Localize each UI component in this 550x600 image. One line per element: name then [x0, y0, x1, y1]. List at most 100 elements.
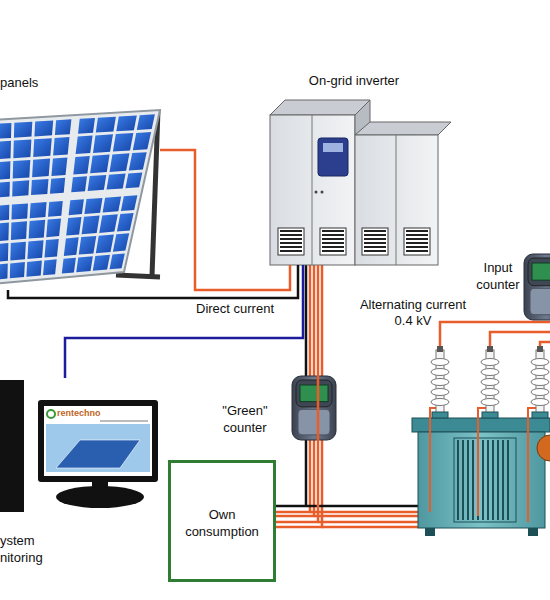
- solar-cell: [50, 178, 65, 194]
- vent-grille: [406, 238, 428, 240]
- consumption-box: Own consumption: [168, 460, 276, 582]
- node-label: Input counter: [472, 259, 524, 293]
- solar-cell: [113, 133, 133, 152]
- solar-cell: [33, 138, 52, 157]
- solar-cell: [51, 157, 67, 176]
- dc-negative-wire: [8, 265, 298, 298]
- solar-cell: [113, 233, 129, 252]
- node-label: ystem nitoring: [0, 532, 52, 566]
- solar-cell: [0, 123, 11, 139]
- solar-cell: [133, 132, 151, 150]
- solar-cell: [0, 243, 8, 262]
- logo-text: rentechno: [57, 407, 101, 419]
- electricity-meter: [296, 380, 332, 407]
- monitoring-computer: [0, 380, 24, 512]
- solar-cell: [13, 160, 31, 179]
- cooling-fins: [454, 438, 516, 522]
- solar-cell: [10, 242, 26, 261]
- solar-panel-illustration: [0, 110, 160, 284]
- vent-grille: [280, 246, 302, 248]
- solar-cell: [0, 223, 9, 242]
- electricity-meter: [292, 376, 336, 440]
- solar-cell: [64, 237, 79, 256]
- solar-cell: [48, 201, 63, 217]
- solar-cell: [34, 120, 53, 136]
- transformer: [430, 408, 540, 522]
- vent-grille: [322, 238, 344, 240]
- bushing: [531, 399, 549, 406]
- vent-grille: [280, 234, 302, 236]
- vent-grille: [280, 242, 302, 244]
- solar-cell: [30, 202, 47, 218]
- inverter-cabinet: [355, 100, 370, 135]
- transformer: [440, 322, 550, 350]
- vent-grille: [278, 228, 304, 255]
- solar-cell: [137, 114, 155, 130]
- solar-cell: [27, 240, 43, 259]
- dc-positive-wire: [160, 150, 290, 290]
- solar-cell: [66, 217, 81, 236]
- solar-cell: [125, 172, 142, 188]
- solar-panel-illustration: [116, 275, 160, 277]
- solar-cell: [96, 117, 116, 133]
- solar-cell: [88, 175, 107, 191]
- transformer: [537, 435, 550, 461]
- solar-cell: [71, 176, 87, 192]
- vent-grille: [322, 242, 344, 244]
- cooling-fins: [467, 440, 469, 520]
- solar-cell: [0, 161, 10, 180]
- bushing: [481, 399, 499, 406]
- inverter-cabinet: [321, 191, 324, 194]
- solar-cell: [31, 179, 49, 195]
- bushing: [531, 389, 549, 396]
- monitoring-computer: [100, 420, 148, 422]
- solar-cell: [46, 219, 61, 238]
- electricity-meter: [524, 254, 550, 320]
- inverter-cabinet: [270, 115, 355, 265]
- bushing: [531, 379, 549, 386]
- solar-cell: [69, 199, 84, 215]
- ac-wire: [276, 265, 318, 522]
- inverter: On-grid inverter: [270, 100, 438, 265]
- solar-cell: [90, 155, 110, 174]
- solar-cell: [55, 119, 72, 135]
- solar-cell: [14, 122, 32, 138]
- solar-cell: [103, 197, 122, 213]
- bushing: [481, 369, 499, 376]
- transformer: [412, 418, 550, 432]
- solar-cell: [129, 152, 147, 170]
- meter-node: "Green" counter: [217, 378, 335, 440]
- node-label: "Green" counter: [217, 402, 273, 436]
- solar-cell: [96, 235, 114, 254]
- solar-cell: [45, 239, 59, 258]
- vent-grille: [322, 250, 344, 252]
- vent-grille: [280, 250, 302, 252]
- inverter-cabinet: [355, 135, 438, 265]
- monitoring-station: ystem nitoring: [0, 378, 160, 563]
- electricity-meter: [524, 254, 550, 320]
- solar-cell: [53, 137, 69, 155]
- monitoring-computer: [47, 410, 55, 418]
- vent-grille: [362, 228, 388, 255]
- solar-cell: [117, 213, 134, 232]
- vent-grille: [404, 228, 430, 255]
- solar-cell: [0, 205, 9, 221]
- solar-cell: [10, 262, 25, 278]
- solar-cell: [82, 216, 100, 235]
- solar-cell: [76, 136, 93, 155]
- electricity-meter: [292, 376, 336, 440]
- solar-cell: [110, 153, 130, 172]
- vent-grille: [364, 230, 386, 232]
- solar-cell: [110, 254, 125, 270]
- vent-grille: [406, 246, 428, 248]
- electricity-meter: [298, 409, 330, 435]
- connector-label: Direct current: [196, 301, 296, 317]
- solar-cell: [73, 156, 90, 174]
- inverter-cabinet: [355, 122, 451, 135]
- bushing: [481, 359, 499, 366]
- solar-cell: [0, 264, 8, 280]
- solar-panel: panels: [0, 105, 160, 290]
- vent-grille: [280, 230, 302, 232]
